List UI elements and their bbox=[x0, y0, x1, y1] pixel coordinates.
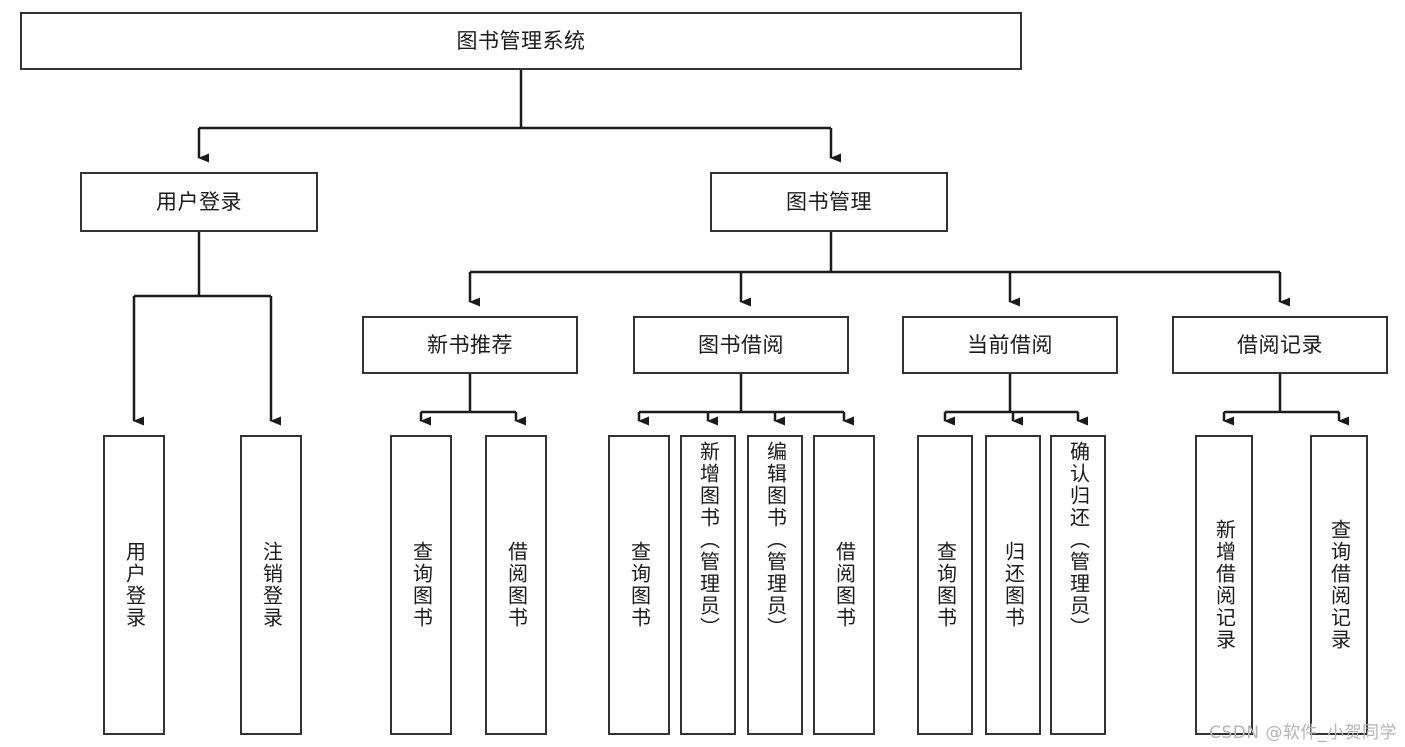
node-level3-new-book-recommend[interactable]: 新书推荐 bbox=[362, 316, 578, 374]
leaf-node-return-book[interactable]: 归还图书 bbox=[985, 435, 1041, 735]
node-level2-user-login-label: 用户登录 bbox=[156, 189, 242, 214]
leaf-node-query-book-recommend-label: 查询图书 bbox=[409, 541, 434, 629]
node-level3-current-borrow-label: 当前借阅 bbox=[967, 332, 1053, 357]
leaf-node-borrow-book-label: 借阅图书 bbox=[832, 541, 857, 629]
leaf-node-user-login-label: 用户登录 bbox=[122, 541, 147, 629]
connector-group-root bbox=[197, 70, 841, 163]
connector-group-current-borrow bbox=[943, 374, 1088, 426]
node-level3-current-borrow[interactable]: 当前借阅 bbox=[902, 316, 1118, 374]
leaf-node-logout-label: 注销登录 bbox=[259, 541, 284, 629]
connector-group-borrow bbox=[637, 374, 854, 426]
leaf-node-confirm-return-admin[interactable]: 确认归还（管理员） bbox=[1050, 435, 1106, 735]
leaf-node-borrow-book-recommend-label: 借阅图书 bbox=[504, 541, 529, 629]
node-level3-book-borrow-label: 图书借阅 bbox=[698, 332, 784, 357]
leaf-node-borrow-book[interactable]: 借阅图书 bbox=[813, 435, 875, 735]
node-level3-borrow-record[interactable]: 借阅记录 bbox=[1172, 316, 1388, 374]
leaf-node-edit-book-admin-label: 编辑图书（管理员） bbox=[763, 441, 788, 639]
leaf-node-confirm-return-admin-label: 确认归还（管理员） bbox=[1066, 441, 1091, 639]
node-level2-user-login[interactable]: 用户登录 bbox=[80, 172, 318, 232]
node-root-label: 图书管理系统 bbox=[456, 28, 586, 53]
leaf-node-return-book-label: 归还图书 bbox=[1001, 541, 1026, 629]
leaf-node-query-book-borrow[interactable]: 查询图书 bbox=[608, 435, 670, 735]
leaf-node-logout[interactable]: 注销登录 bbox=[240, 435, 302, 735]
leaf-node-add-book-admin[interactable]: 新增图书（管理员） bbox=[680, 435, 736, 735]
leaf-node-query-borrow-record-label: 查询借阅记录 bbox=[1327, 519, 1352, 651]
connector-group-user-login bbox=[132, 232, 281, 426]
leaf-node-user-login[interactable]: 用户登录 bbox=[103, 435, 165, 735]
leaf-node-add-book-admin-label: 新增图书（管理员） bbox=[696, 441, 721, 639]
leaf-node-add-borrow-record-label: 新增借阅记录 bbox=[1212, 519, 1237, 651]
connector-group-new-book bbox=[419, 374, 526, 426]
leaf-node-query-book-current[interactable]: 查询图书 bbox=[917, 435, 973, 735]
connector-group-borrow-record bbox=[1222, 374, 1349, 426]
node-level3-borrow-record-label: 借阅记录 bbox=[1237, 332, 1323, 357]
leaf-node-query-book-current-label: 查询图书 bbox=[933, 541, 958, 629]
leaf-node-query-borrow-record[interactable]: 查询借阅记录 bbox=[1310, 435, 1368, 735]
leaf-node-edit-book-admin[interactable]: 编辑图书（管理员） bbox=[747, 435, 803, 735]
connector-group-book-manage bbox=[468, 232, 1290, 307]
node-root[interactable]: 图书管理系统 bbox=[20, 12, 1022, 70]
leaf-node-query-book-recommend[interactable]: 查询图书 bbox=[390, 435, 452, 735]
leaf-node-add-borrow-record[interactable]: 新增借阅记录 bbox=[1195, 435, 1253, 735]
node-level3-new-book-recommend-label: 新书推荐 bbox=[427, 332, 513, 357]
node-level3-book-borrow[interactable]: 图书借阅 bbox=[633, 316, 849, 374]
leaf-node-borrow-book-recommend[interactable]: 借阅图书 bbox=[485, 435, 547, 735]
leaf-node-query-book-borrow-label: 查询图书 bbox=[627, 541, 652, 629]
node-level2-book-management[interactable]: 图书管理 bbox=[710, 172, 948, 232]
node-level2-book-management-label: 图书管理 bbox=[786, 189, 872, 214]
